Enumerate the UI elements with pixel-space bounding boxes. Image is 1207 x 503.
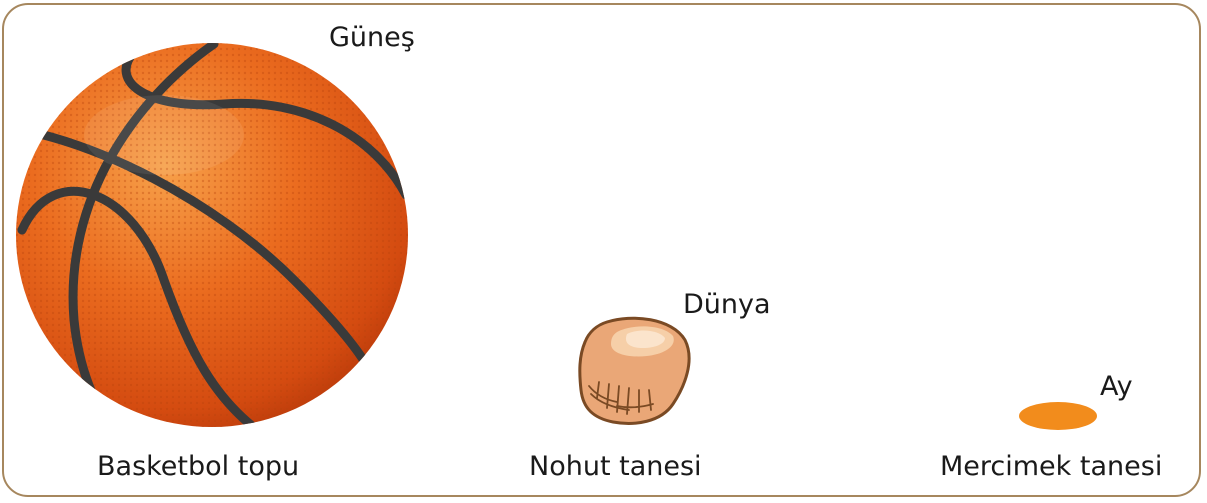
moon-label: Ay <box>1100 373 1133 400</box>
chickpea-image <box>577 316 692 428</box>
earth-label: Dünya <box>683 291 771 318</box>
lentil-image <box>1018 401 1098 431</box>
sun-label: Güneş <box>329 24 415 51</box>
basketball-image <box>14 40 410 430</box>
basketball-caption: Basketbol topu <box>97 453 299 480</box>
chickpea-caption: Nohut tanesi <box>529 453 702 480</box>
lentil-caption: Mercimek tanesi <box>940 453 1162 480</box>
